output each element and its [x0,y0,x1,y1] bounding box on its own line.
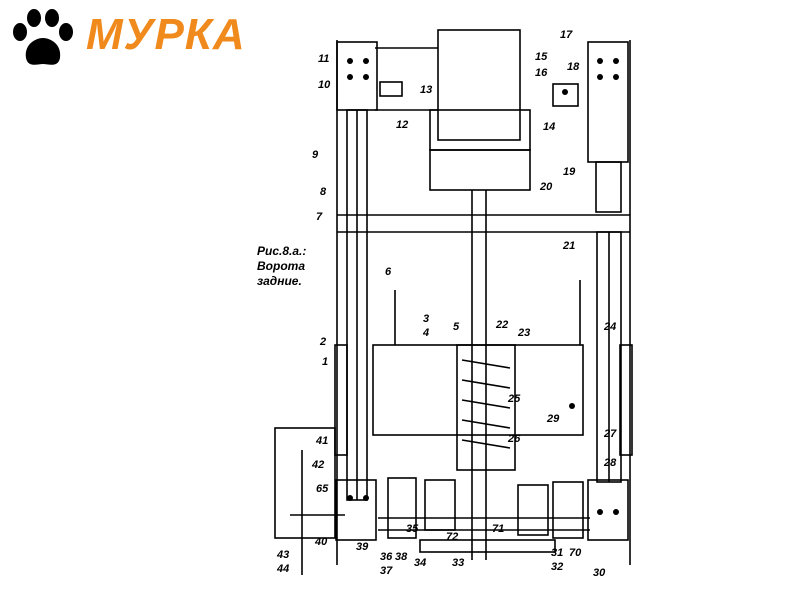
callout-70: 70 [569,547,582,559]
callout-2: 2 [319,336,326,348]
callout-33: 33 [452,557,464,569]
callout-19: 19 [563,166,576,178]
callout-4: 4 [422,327,429,339]
callout-43: 43 [276,549,289,561]
callout-44: 44 [276,563,289,575]
callout-23: 23 [517,327,530,339]
callout-18: 18 [567,61,580,73]
callout-65: 65 [316,483,329,495]
callout-12: 12 [396,119,408,131]
caption-line-3: задние. [257,274,302,288]
callout-17: 17 [560,29,573,41]
logo: МУРКА [0,0,310,80]
callout-71: 71 [492,523,504,535]
caption-line-1: Рис.8.а.: [257,244,307,258]
callout-29: 29 [546,413,560,425]
callout-42: 42 [311,459,324,471]
callout-13: 13 [420,84,432,96]
callout-38: 38 [395,551,408,563]
callout-34: 34 [414,557,426,569]
figure-caption: Рис.8.а.: Ворота задние. [257,244,306,289]
callout-41: 41 [315,435,328,447]
callout-15: 15 [535,51,548,63]
callout-39: 39 [356,541,369,553]
callout-3: 3 [423,313,429,325]
callout-21: 21 [562,240,575,252]
callout-1: 1 [322,356,328,368]
logo-text: МУРКА [86,10,246,59]
callout-24: 24 [603,321,616,333]
callout-36: 36 [380,551,393,563]
callout-26: 26 [507,433,521,445]
callout-40: 40 [314,536,328,548]
callout-22: 22 [495,319,508,331]
paw-icon [13,9,73,65]
callout-10: 10 [318,79,331,91]
callout-7: 7 [316,211,323,223]
callout-25: 25 [507,393,521,405]
callout-35: 35 [406,523,419,535]
callout-32: 32 [551,561,563,573]
callout-31: 31 [551,547,563,559]
callout-14: 14 [543,121,555,133]
callout-11: 11 [318,53,329,65]
callout-30: 30 [593,567,606,579]
callout-37: 37 [380,565,393,577]
callout-8: 8 [320,186,327,198]
callout-72: 72 [446,531,458,543]
callout-6: 6 [385,266,392,278]
callout-27: 27 [603,428,617,440]
callout-28: 28 [603,457,617,469]
callout-5: 5 [453,321,460,333]
callout-9: 9 [312,149,319,161]
callout-20: 20 [539,181,553,193]
callout-16: 16 [535,67,548,79]
caption-line-2: Ворота [257,259,305,273]
